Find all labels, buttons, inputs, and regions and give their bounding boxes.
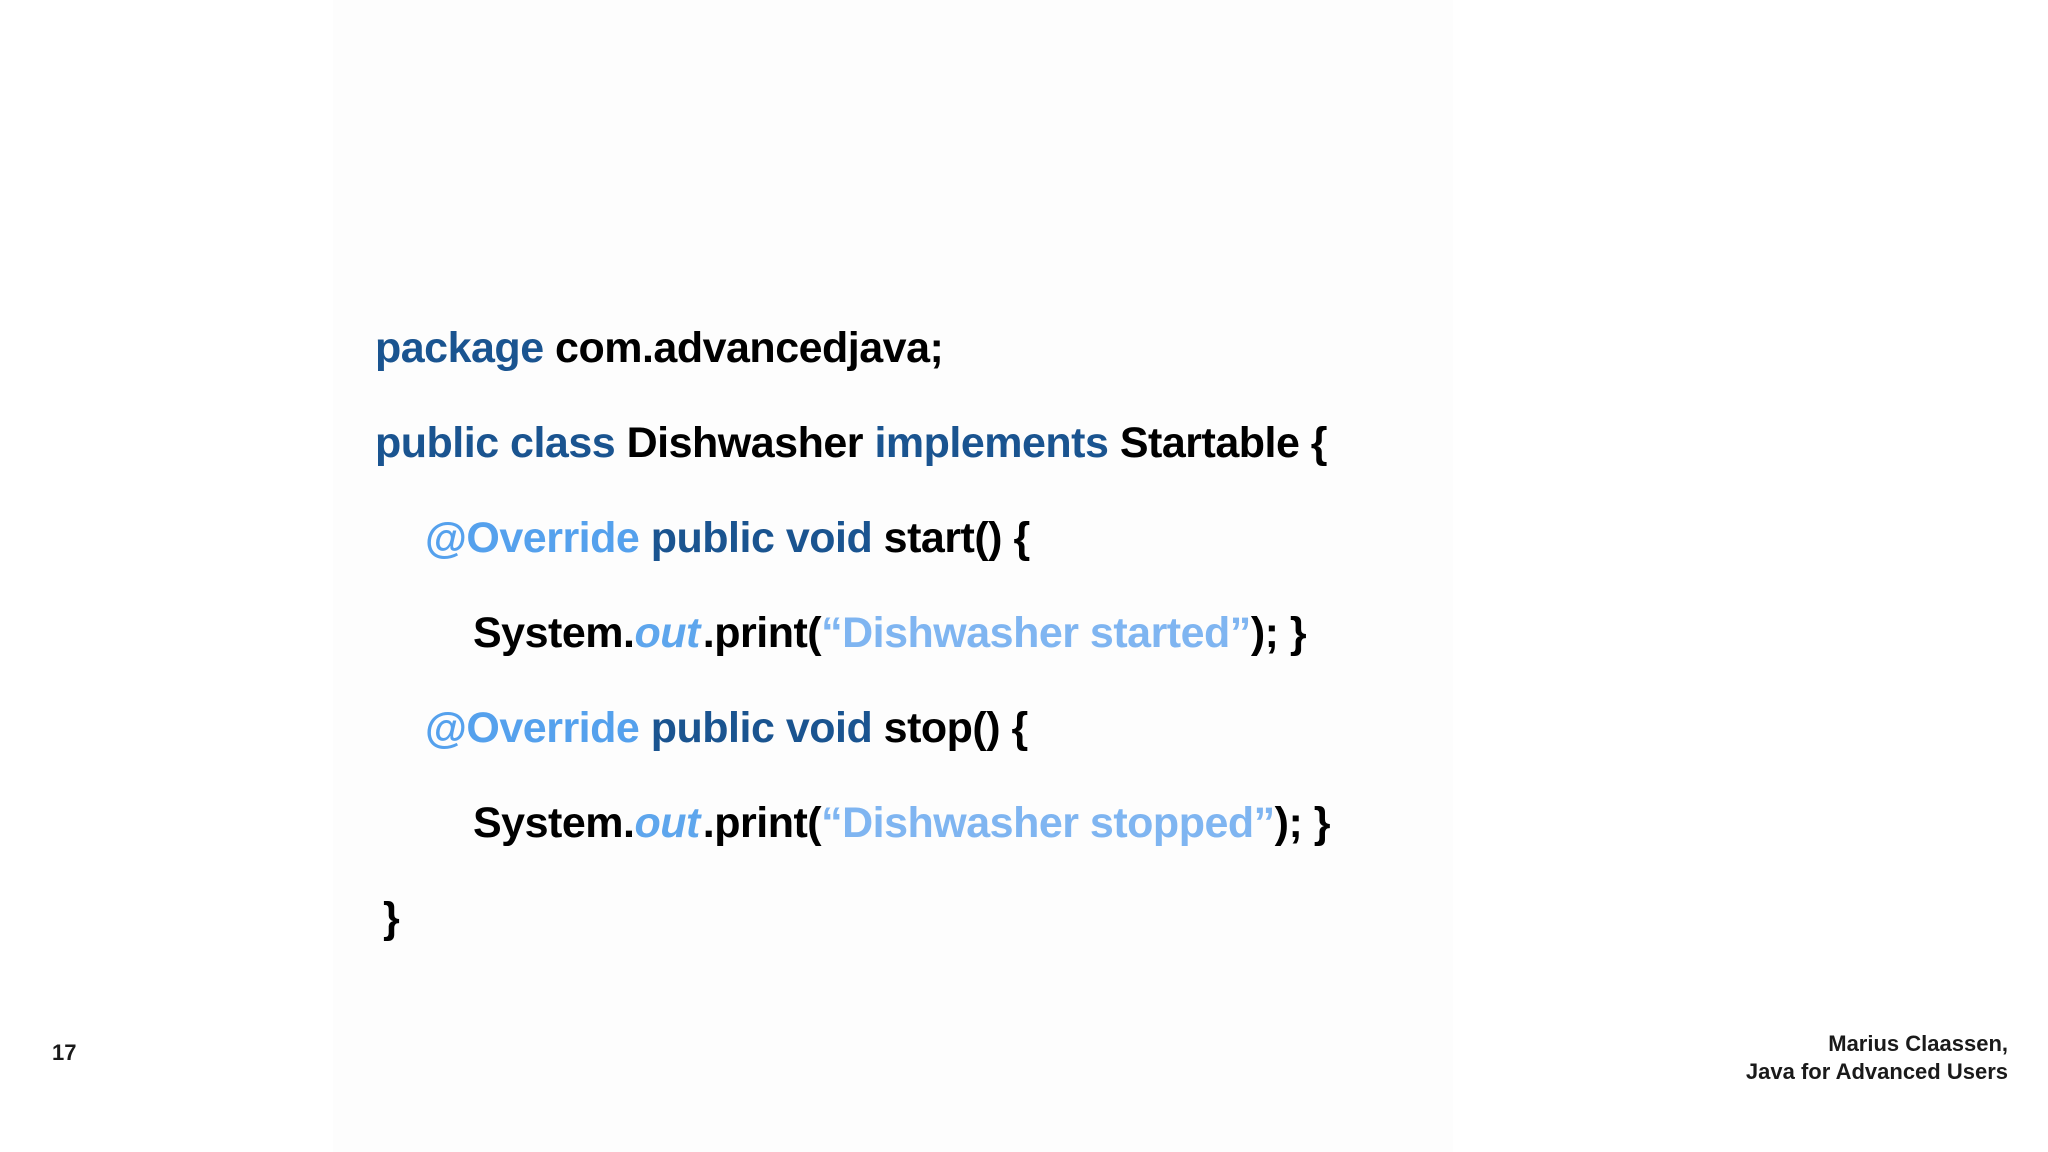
code-token-plain: ); } bbox=[1274, 799, 1331, 847]
code-token-plain: System. bbox=[473, 799, 635, 847]
code-token-plain: Startable { bbox=[1108, 419, 1328, 467]
code-line: } bbox=[375, 871, 1330, 966]
code-line: package com.advancedjava; bbox=[375, 301, 1330, 396]
code-line: System.out.print(“Dishwasher started”); … bbox=[375, 586, 1330, 681]
code-line: public class Dishwasher implements Start… bbox=[375, 396, 1330, 491]
code-token-plain: ); } bbox=[1250, 609, 1307, 657]
page-number: 17 bbox=[52, 1040, 77, 1065]
code-line: System.out.print(“Dishwasher stopped”); … bbox=[375, 776, 1330, 871]
code-token-string: “Dishwasher stopped” bbox=[821, 799, 1275, 847]
code-token-plain: start() { bbox=[872, 514, 1031, 562]
code-token-plain: .print( bbox=[702, 609, 822, 657]
code-token-field: out bbox=[634, 799, 700, 847]
code-block: package com.advancedjava;public class Di… bbox=[375, 301, 1330, 966]
footer-credit-line2: Java for Advanced Users bbox=[1745, 1059, 2008, 1084]
code-token-keyword: package bbox=[375, 324, 544, 372]
code-token-keyword: public void bbox=[639, 704, 873, 752]
code-token-annotation: @Override bbox=[425, 514, 640, 562]
code-token-plain: stop() { bbox=[872, 704, 1029, 752]
code-token-keyword: public class bbox=[375, 419, 616, 467]
code-token-string: “Dishwasher started” bbox=[821, 609, 1251, 657]
footer-credit-line1: Marius Claassen, bbox=[1828, 1031, 2008, 1056]
code-token-keyword: implements bbox=[874, 419, 1109, 467]
code-token-plain: } bbox=[383, 894, 400, 942]
code-token-field: out bbox=[634, 609, 700, 657]
code-token-annotation: @Override bbox=[425, 704, 640, 752]
code-token-plain: System. bbox=[473, 609, 635, 657]
code-token-keyword: public void bbox=[639, 514, 873, 562]
code-token-plain: Dishwasher bbox=[615, 419, 875, 467]
slide-background-band bbox=[333, 0, 1453, 1152]
code-token-plain: com.advancedjava; bbox=[543, 324, 944, 372]
code-token-plain: .print( bbox=[702, 799, 822, 847]
code-line: @Override public void start() { bbox=[375, 491, 1330, 586]
code-line: @Override public void stop() { bbox=[375, 681, 1330, 776]
footer-credit: Marius Claassen, Java for Advanced Users bbox=[1746, 1030, 2008, 1086]
